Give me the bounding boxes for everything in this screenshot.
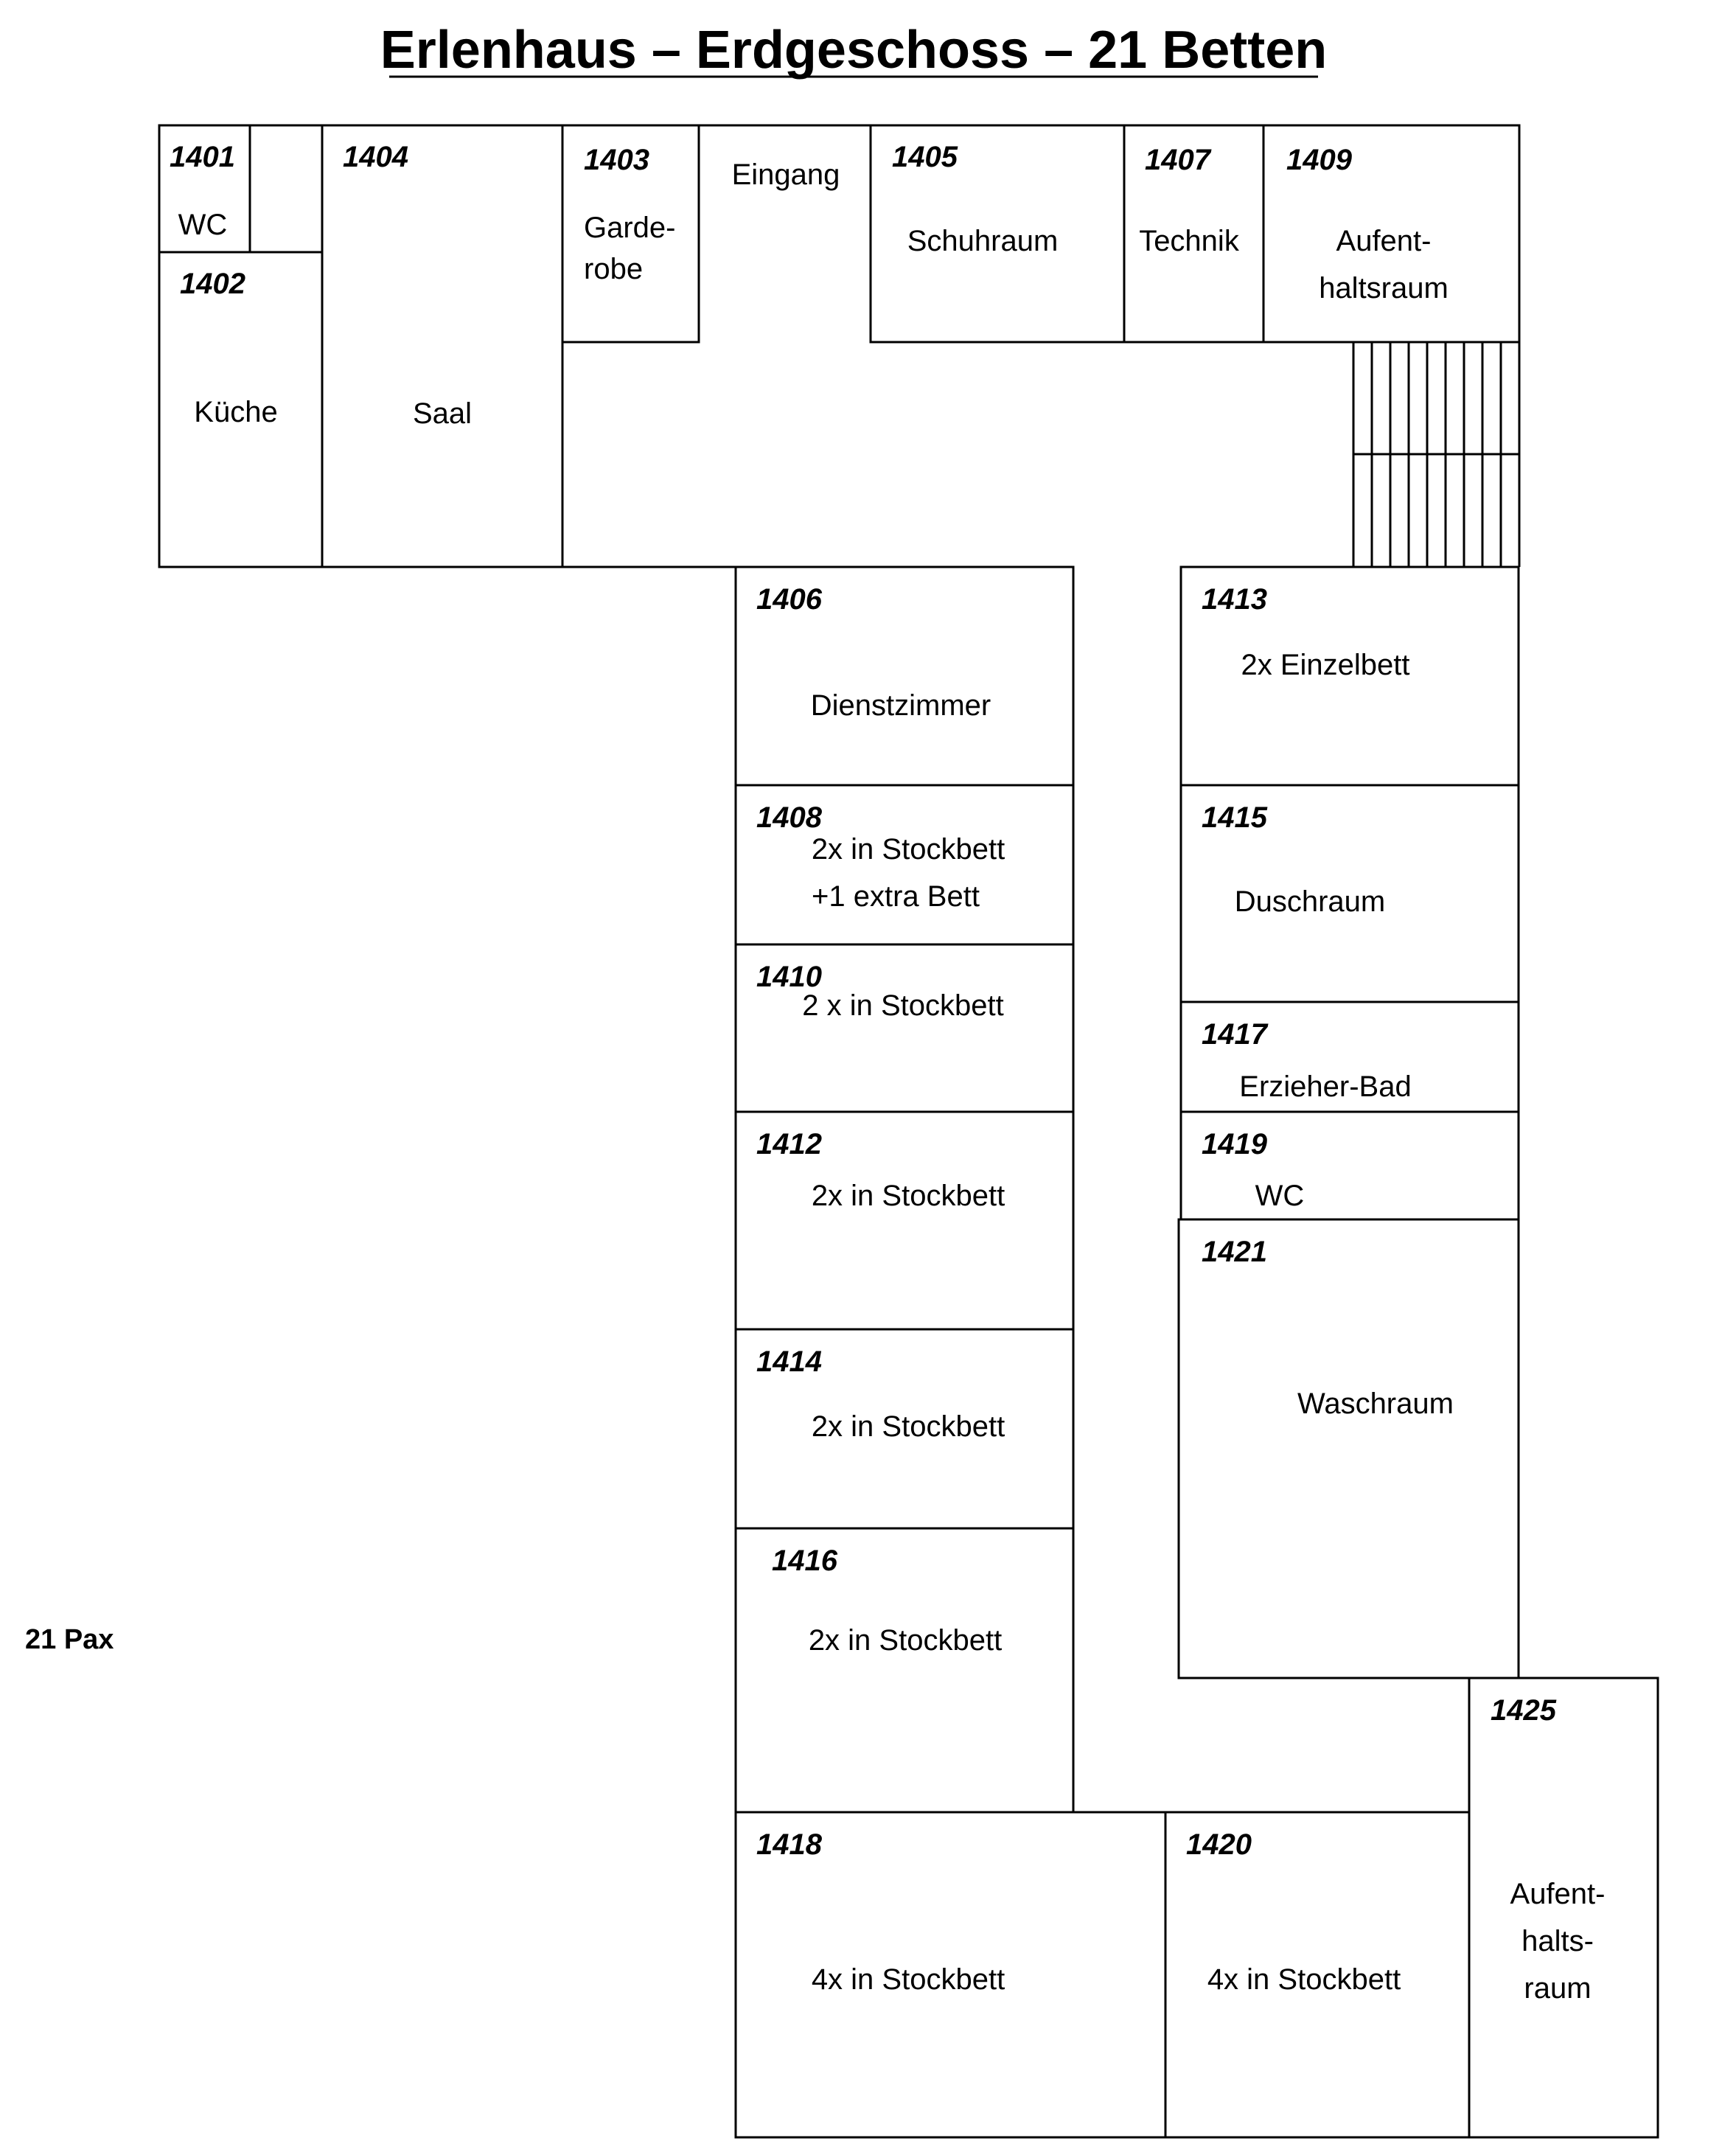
room-label-1425-line2: halts- xyxy=(1521,1925,1594,1957)
room-numbers: 1401 1402 1403 1404 1405 1406 1407 1408 … xyxy=(170,141,1557,1861)
room-outline-1421 xyxy=(1177,1218,1520,1679)
room-number-1413: 1413 xyxy=(1202,583,1267,616)
room-label-1421: Waschraum xyxy=(1297,1388,1454,1420)
room-label-1403-line2: robe xyxy=(584,253,643,285)
room-label-1415: Duschraum xyxy=(1235,885,1386,918)
room-number-1401: 1401 xyxy=(170,141,235,173)
room-number-1414: 1414 xyxy=(756,1345,822,1378)
room-label-1413: 2x Einzelbett xyxy=(1241,649,1409,681)
room-label-1408-line1: 2x in Stockbett xyxy=(812,833,1005,866)
room-label-1405: Schuhraum xyxy=(907,225,1059,257)
entrance-label: Eingang xyxy=(732,159,840,191)
room-number-1402: 1402 xyxy=(180,268,245,300)
room-number-1425: 1425 xyxy=(1491,1694,1557,1727)
room-labels: WC Küche Garde- robe Saal Schuhraum Dien… xyxy=(178,209,1606,2005)
room-label-1425-line1: Aufent- xyxy=(1510,1878,1606,1910)
room-number-1407: 1407 xyxy=(1145,144,1212,176)
room-label-1409-line1: Aufent- xyxy=(1336,225,1432,257)
room-outline-1425 xyxy=(1468,1677,1659,2139)
room-number-1408: 1408 xyxy=(756,801,823,834)
room-number-1406: 1406 xyxy=(756,583,823,616)
room-number-1416: 1416 xyxy=(772,1545,838,1577)
room-label-1404: Saal xyxy=(413,397,472,430)
room-number-1410: 1410 xyxy=(756,961,822,993)
room-outline-1401-cubicle xyxy=(248,124,324,254)
walls xyxy=(158,124,1659,2139)
room-label-1410: 2 x in Stockbett xyxy=(802,989,1003,1022)
room-label-1412: 2x in Stockbett xyxy=(812,1180,1005,1212)
room-outline-1404 xyxy=(321,124,564,568)
room-number-1420: 1420 xyxy=(1186,1828,1252,1861)
room-label-1425-line3: raum xyxy=(1524,1972,1591,2005)
room-label-1414: 2x in Stockbett xyxy=(812,1410,1005,1443)
room-number-1404: 1404 xyxy=(343,141,408,173)
room-label-1417: Erzieher-Bad xyxy=(1239,1070,1411,1103)
pax-count: 21 Pax xyxy=(25,1624,114,1655)
room-number-1417: 1417 xyxy=(1202,1018,1269,1051)
room-label-1402: Küche xyxy=(194,396,277,428)
room-number-1415: 1415 xyxy=(1202,801,1268,834)
room-number-1421: 1421 xyxy=(1202,1236,1267,1268)
room-label-1406: Dienstzimmer xyxy=(811,689,991,722)
room-label-1409-line2: haltsraum xyxy=(1319,272,1449,304)
room-label-1416: 2x in Stockbett xyxy=(809,1624,1002,1657)
room-number-1403: 1403 xyxy=(584,144,649,176)
room-label-1403-line1: Garde- xyxy=(584,212,676,244)
room-label-1401: WC xyxy=(178,209,228,241)
room-number-1412: 1412 xyxy=(756,1128,822,1160)
room-number-1419: 1419 xyxy=(1202,1128,1268,1160)
room-label-1407: Technik xyxy=(1139,225,1240,257)
room-outline-1403 xyxy=(561,124,700,344)
room-label-1418: 4x in Stockbett xyxy=(812,1963,1005,1996)
room-label-1420: 4x in Stockbett xyxy=(1207,1963,1401,1996)
room-number-1409: 1409 xyxy=(1286,144,1353,176)
room-number-1418: 1418 xyxy=(756,1828,823,1861)
plan-title: Erlenhaus – Erdgeschoss – 21 Betten xyxy=(380,21,1328,80)
room-label-1419: WC xyxy=(1255,1180,1305,1212)
staircase xyxy=(1352,342,1519,567)
room-number-1405: 1405 xyxy=(892,141,958,173)
room-label-1408-line2: +1 extra Bett xyxy=(812,880,980,913)
